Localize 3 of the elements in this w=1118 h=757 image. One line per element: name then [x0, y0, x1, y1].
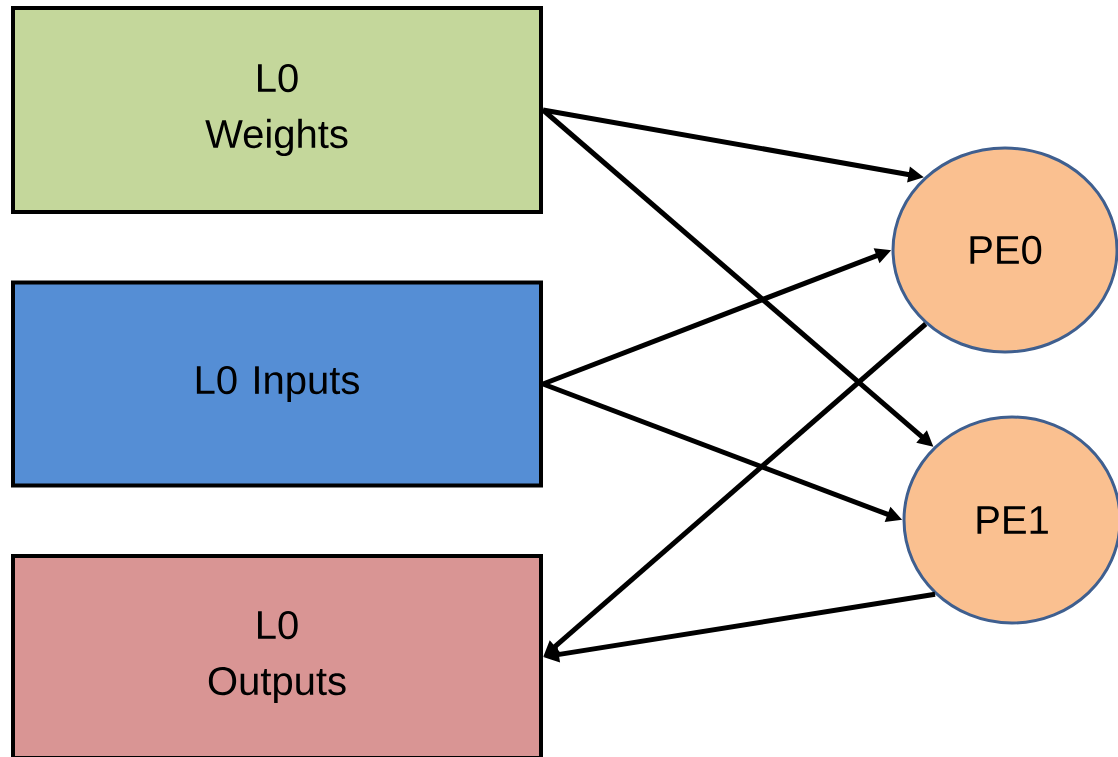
memory-box: L0 Inputs — [11, 280, 543, 488]
memory-box: L0 Weights — [11, 6, 543, 214]
memory-box: L0 Outputs — [11, 554, 543, 757]
